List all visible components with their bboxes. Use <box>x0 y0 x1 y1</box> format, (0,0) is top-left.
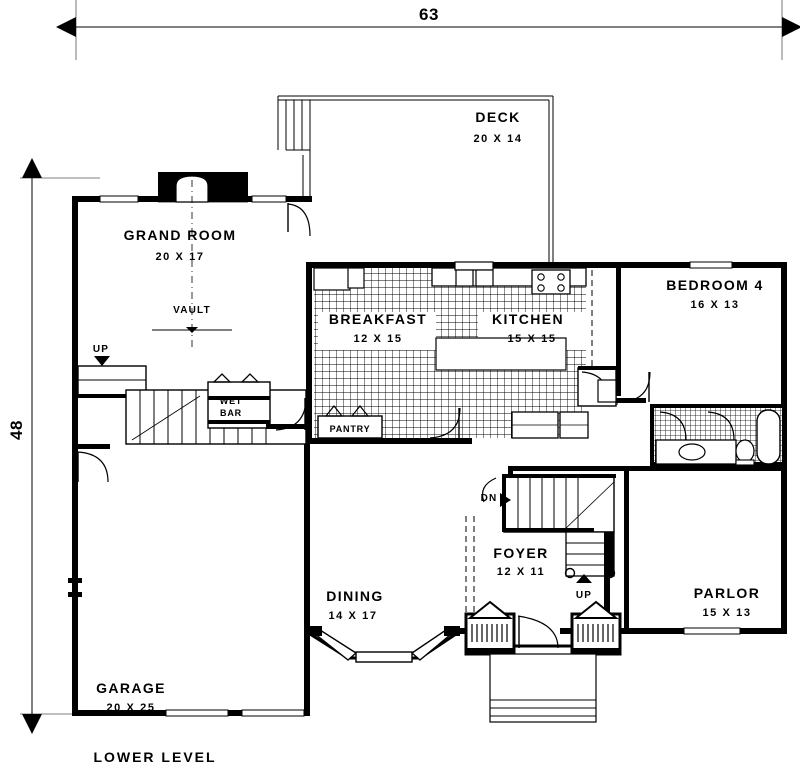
door-breakfast-hall <box>429 407 461 439</box>
room-label-breakfast: BREAKFAST <box>329 311 427 327</box>
dimension-width: 63 <box>56 0 800 60</box>
overall-depth-label: 48 <box>7 420 26 440</box>
room-dims-grand-room: 20 X 17 <box>155 251 204 263</box>
stairs-foyer-up: UP <box>564 531 616 630</box>
fireplace-icon <box>158 172 248 203</box>
room-label-foyer: FOYER <box>493 545 548 561</box>
door-grand-room-top <box>286 196 311 237</box>
vanity-sink-icon <box>655 439 737 465</box>
wet-bar: WET BAR <box>207 373 310 429</box>
garage: GARAGE 20 X 25 <box>68 444 305 717</box>
kitchen-lower-cabinets <box>511 411 589 439</box>
room-dims-foyer: 12 X 11 <box>497 566 546 578</box>
dining-bay-window <box>306 626 460 663</box>
dn-arrow-icon <box>500 493 511 507</box>
closet-laundry <box>577 366 618 407</box>
annotation-wet: WET <box>220 396 242 406</box>
overall-width-label: 63 <box>419 5 439 24</box>
dimension-depth: 48 <box>7 158 100 734</box>
up-arrow-icon-foyer <box>576 574 592 583</box>
bathtub-icon <box>756 409 781 465</box>
stairs-foyer-down: DN <box>481 474 616 533</box>
room-dims-dining: 14 X 17 <box>328 610 377 622</box>
double-sink-icon <box>454 261 494 287</box>
foyer: FOYER 12 X 11 <box>465 516 548 620</box>
room-dims-kitchen: 15 X 15 <box>507 333 556 345</box>
room-label-bedroom-4: BEDROOM 4 <box>666 277 763 293</box>
entry-pier-left <box>464 600 516 656</box>
annotation-vault: VAULT <box>173 305 211 316</box>
front-entry-porch <box>460 600 640 723</box>
parlor: PARLOR 15 X 13 <box>683 585 760 635</box>
room-dims-garage: 20 X 25 <box>106 702 155 714</box>
room-dims-deck: 20 X 14 <box>473 133 522 145</box>
plan-caption: LOWER LEVEL <box>93 749 216 765</box>
annotation-up-garage: UP <box>93 344 109 355</box>
annotation-up-foyer: UP <box>576 590 592 601</box>
toilet-icon <box>735 439 755 466</box>
bathroom <box>650 404 782 467</box>
pantry: PANTRY <box>317 405 383 439</box>
bedroom-4: BEDROOM 4 16 X 13 <box>616 261 763 396</box>
annotation-pantry: PANTRY <box>330 424 371 434</box>
annotation-bar: BAR <box>220 408 242 418</box>
room-label-deck: DECK <box>475 109 520 125</box>
up-arrow-icon <box>94 356 110 366</box>
porch-steps <box>489 653 597 723</box>
dining: DINING 14 X 17 <box>306 588 460 663</box>
entry-pier-right <box>570 600 622 656</box>
room-dims-breakfast: 12 X 15 <box>353 333 402 345</box>
door-bedroom-4 <box>616 371 651 403</box>
deck-area: DECK 20 X 14 <box>277 95 554 266</box>
room-label-dining: DINING <box>326 588 383 604</box>
room-label-kitchen: KITCHEN <box>492 311 564 327</box>
breakfast-kitchen-floor: BREAKFAST 12 X 15 KITCHEN 15 X 15 <box>314 268 586 438</box>
grand-room: GRAND ROOM 20 X 17 VAULT <box>99 172 287 348</box>
room-label-parlor: PARLOR <box>694 585 760 601</box>
annotation-dn-foyer: DN <box>481 493 498 504</box>
room-dims-parlor: 15 X 13 <box>702 607 751 619</box>
room-label-garage: GARAGE <box>96 680 166 696</box>
cooktop-icon <box>531 269 571 295</box>
door-garage-entry <box>72 444 110 483</box>
room-label-grand-room: GRAND ROOM <box>124 227 237 243</box>
door-hall-breakfast <box>275 397 307 431</box>
front-door <box>514 615 572 649</box>
kitchen-counters <box>313 261 587 295</box>
deck-steps <box>277 96 310 151</box>
room-dims-bedroom-4: 16 X 13 <box>690 299 739 311</box>
